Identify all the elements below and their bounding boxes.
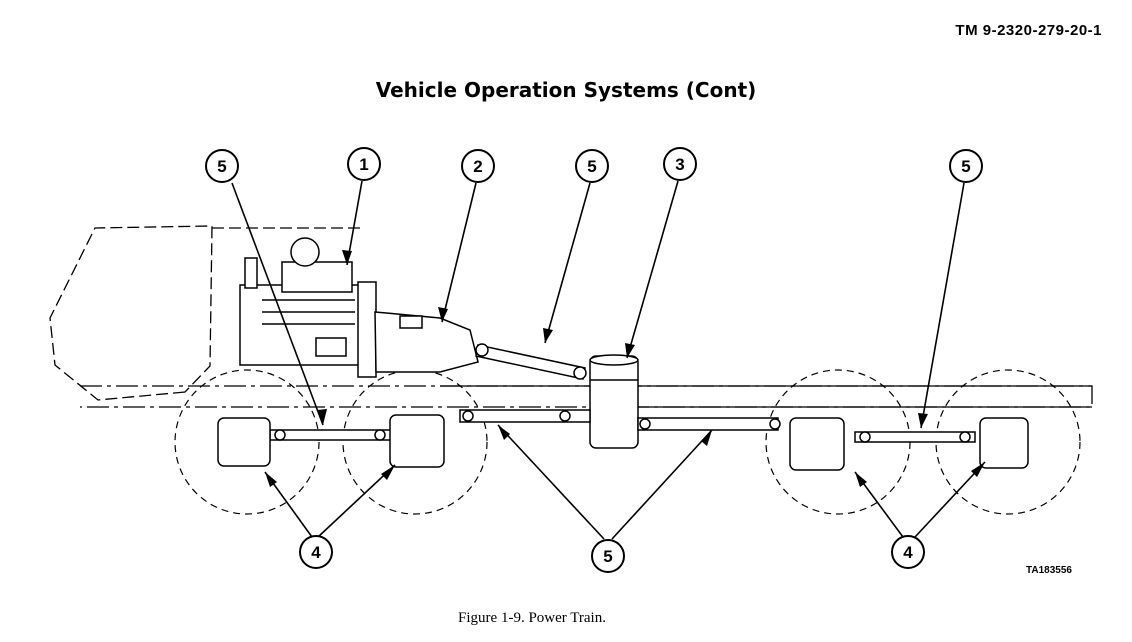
svg-text:3: 3	[675, 155, 684, 174]
axle-3	[789, 417, 845, 471]
wheel-4	[935, 369, 1081, 515]
plate-identifier: TA183556	[1026, 565, 1072, 576]
wheel-1	[174, 369, 320, 515]
axle-4	[979, 417, 1029, 469]
document-code: TM 9-2320-279-20-1	[955, 22, 1102, 39]
callout-2-transmission: 2	[461, 149, 495, 183]
svg-text:5: 5	[217, 157, 226, 176]
svg-text:2: 2	[473, 157, 482, 176]
callout-5-engine-shaft: 5	[205, 149, 239, 183]
svg-text:1: 1	[359, 155, 368, 174]
callout-3-transfer-case: 3	[663, 147, 697, 181]
callout-4-front-axles: 4	[299, 535, 333, 569]
vehicle-outline	[49, 225, 1093, 408]
page-title: Vehicle Operation Systems (Cont)	[375, 78, 757, 102]
leader-lines	[231, 180, 986, 540]
svg-text:5: 5	[961, 157, 970, 176]
transfer-case	[589, 354, 639, 449]
callout-1-engine: 1	[347, 147, 381, 181]
callout-5-front-propeller-shaft: 5	[575, 149, 609, 183]
svg-text:5: 5	[587, 157, 596, 176]
callouts: 5 1 2 5 3 5 4 5	[205, 147, 983, 573]
svg-text:4: 4	[311, 543, 321, 562]
callout-5-center-shafts: 5	[591, 539, 625, 573]
axle-2	[389, 414, 445, 468]
axle-1	[217, 417, 271, 467]
arrowheads	[265, 250, 985, 487]
transmission	[374, 311, 479, 373]
callout-4-rear-axles: 4	[891, 535, 925, 569]
callout-5-rear-shaft: 5	[949, 149, 983, 183]
svg-text:5: 5	[603, 547, 612, 566]
figure-caption: Figure 1-9. Power Train.	[458, 610, 606, 626]
svg-text:4: 4	[903, 543, 913, 562]
differentials	[217, 414, 1029, 471]
